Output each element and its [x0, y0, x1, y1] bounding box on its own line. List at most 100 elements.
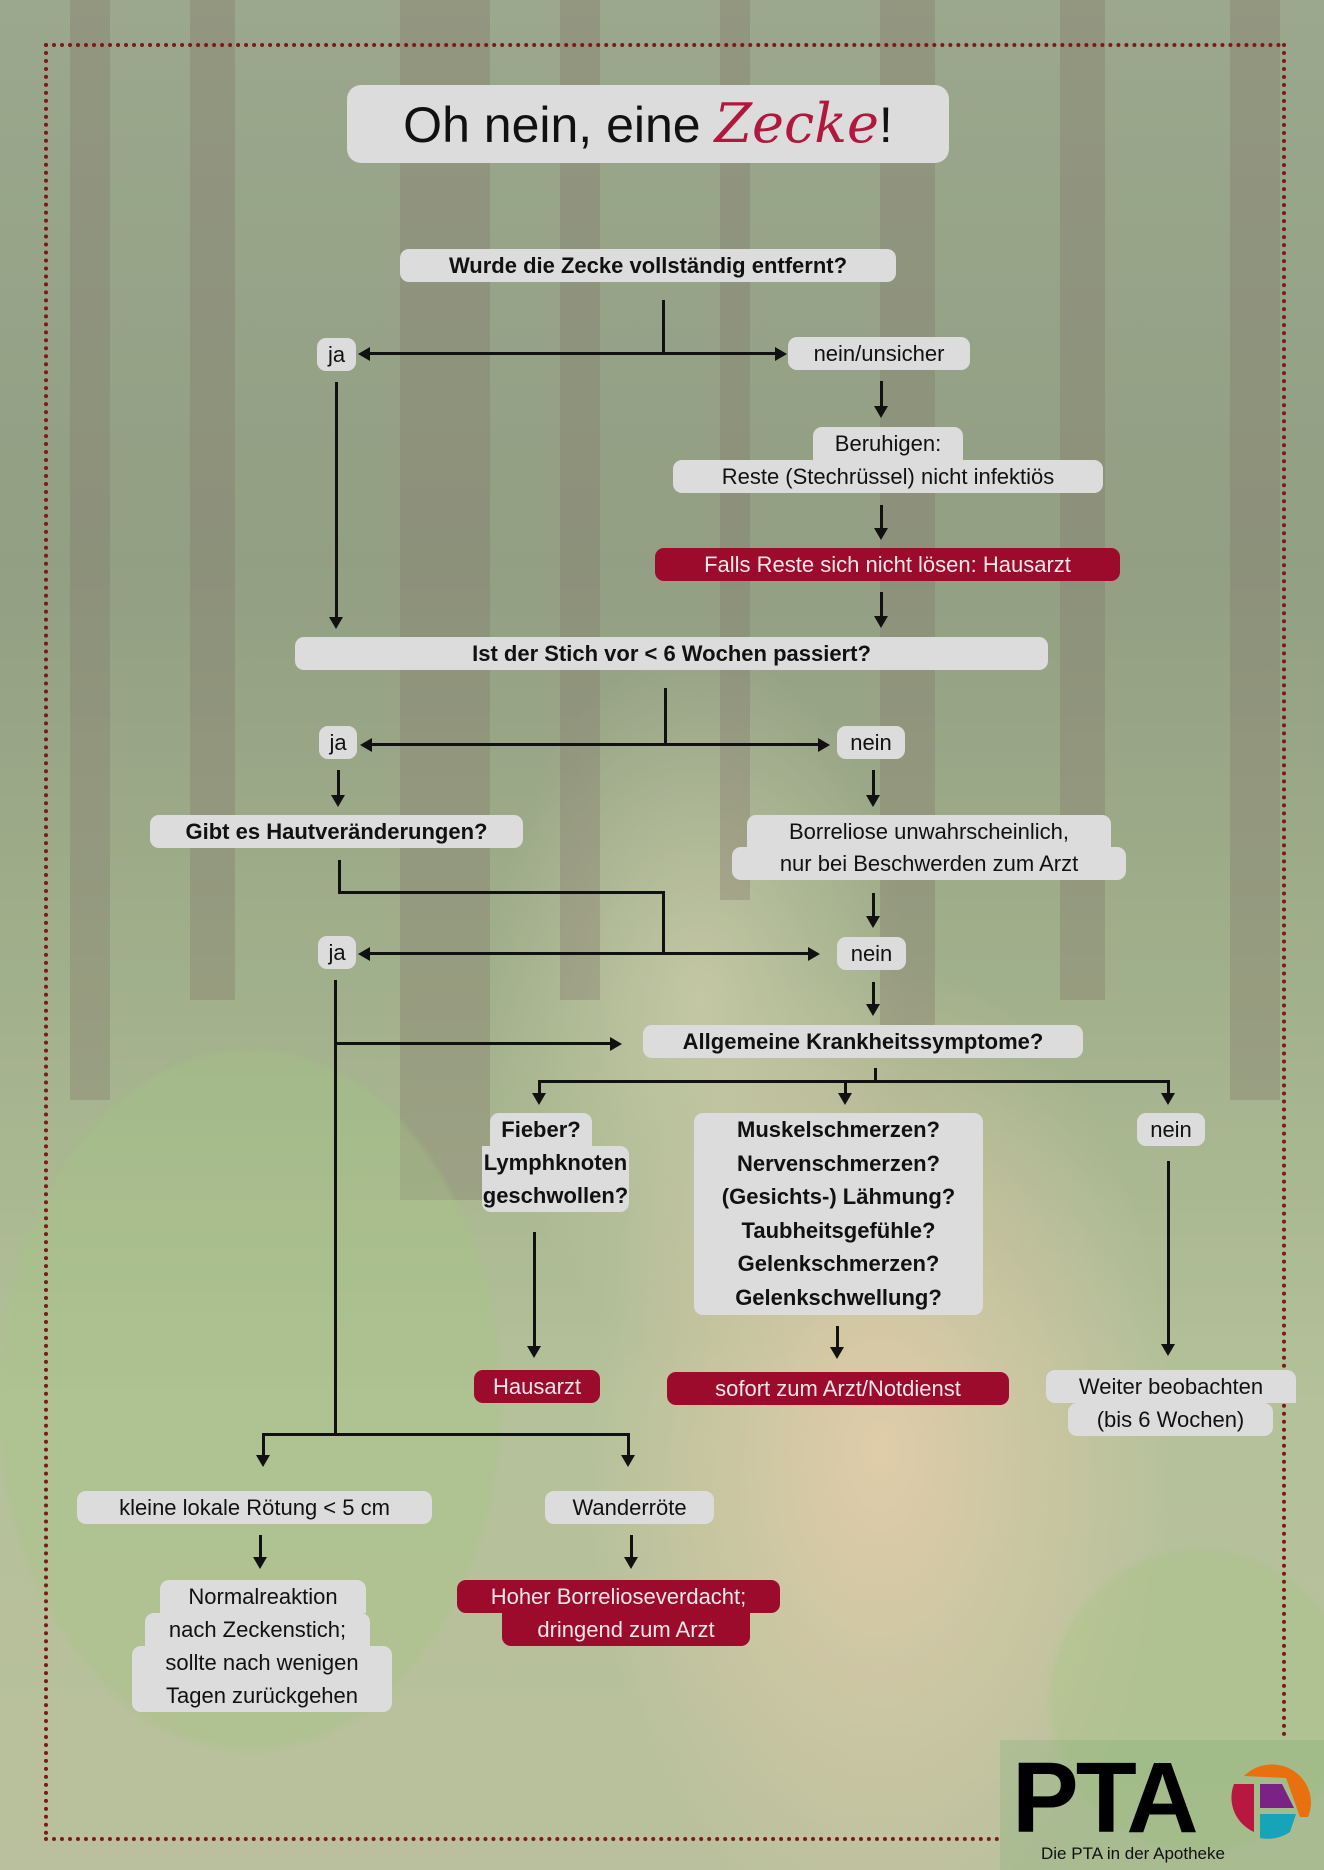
- logo-mark-icon: [1231, 1764, 1311, 1839]
- connector: [335, 382, 338, 618]
- normal-line-3: sollte nach wenigen: [132, 1646, 392, 1679]
- connector: [872, 893, 875, 917]
- connector: [1167, 1080, 1170, 1094]
- arrow-down-icon: [1161, 1344, 1175, 1356]
- arrow-down-icon: [874, 406, 888, 418]
- neuro-line: Gelenkschmerzen?: [737, 1251, 940, 1277]
- answer-no-4: nein: [1137, 1113, 1205, 1146]
- page-title: Oh nein, eine Zecke!: [347, 85, 949, 163]
- frame-border-right: [1282, 43, 1286, 1738]
- connector: [262, 1433, 630, 1436]
- arrow-left-icon: [360, 738, 372, 752]
- connector: [630, 1535, 633, 1558]
- question-general-symptoms: Allgemeine Krankheitssymptome?: [643, 1025, 1083, 1058]
- unlikely-line-1: Borreliose unwahrscheinlich,: [747, 815, 1111, 848]
- answer-no-unsure: nein/unsicher: [788, 337, 970, 370]
- connector: [538, 1080, 541, 1094]
- arrow-down-icon: [838, 1093, 852, 1105]
- connector: [338, 891, 664, 894]
- connector: [874, 1068, 877, 1082]
- tree-trunk: [400, 0, 490, 1200]
- normal-line-1: Normalreaktion: [160, 1580, 366, 1613]
- calm-line-2: Reste (Stechrüssel) nicht infektiös: [673, 460, 1103, 493]
- tree-trunk: [1230, 0, 1280, 1100]
- arrow-down-icon: [866, 1004, 880, 1016]
- arrow-down-icon: [621, 1455, 635, 1467]
- arrow-right-icon: [775, 347, 787, 361]
- connector: [844, 1080, 847, 1094]
- title-prefix: Oh nein, eine: [403, 97, 715, 153]
- arrow-down-icon: [253, 1557, 267, 1569]
- fever-line-1: Fieber?: [490, 1113, 592, 1146]
- logo-segment-teal: [1260, 1814, 1296, 1839]
- logo-wordmark: PTA: [1012, 1742, 1199, 1854]
- frame-border-bottom: [44, 1837, 1000, 1841]
- neuro-line: Taubheitsgefühle?: [741, 1217, 936, 1243]
- tree-trunk: [70, 0, 110, 1100]
- connector: [662, 300, 665, 354]
- connector: [1167, 1161, 1170, 1345]
- arrow-down-icon: [866, 795, 880, 807]
- connector: [627, 1433, 630, 1456]
- neuro-line: Muskelschmerzen?: [737, 1117, 940, 1142]
- connector: [337, 770, 340, 796]
- connector: [872, 982, 875, 1005]
- connector: [533, 1232, 536, 1347]
- title-suffix: !: [878, 97, 893, 153]
- connector: [664, 688, 667, 745]
- emergency-result: sofort zum Arzt/Notdienst: [667, 1372, 1009, 1405]
- remains-gp-note: Falls Reste sich nicht lösen: Hausarzt: [655, 548, 1120, 581]
- arrow-right-icon: [818, 738, 830, 752]
- arrow-down-icon: [874, 616, 888, 628]
- arrow-down-icon: [830, 1347, 844, 1359]
- connector: [538, 1080, 1170, 1083]
- connector: [880, 381, 883, 407]
- question-tick-removed: Wurde die Zecke vollständig entfernt?: [400, 249, 896, 282]
- connector: [370, 743, 820, 746]
- answer-no-2: nein: [837, 726, 905, 759]
- arrow-down-icon: [329, 617, 343, 629]
- connector: [368, 352, 776, 355]
- answer-no-3: nein: [837, 937, 906, 970]
- normal-line-2: nach Zeckenstich;: [145, 1613, 370, 1646]
- arrow-down-icon: [1161, 1093, 1175, 1105]
- erythema-migrans: Wanderröte: [545, 1491, 714, 1524]
- observe-line-2: (bis 6 Wochen): [1068, 1403, 1273, 1436]
- answer-yes-2: ja: [319, 726, 357, 759]
- arrow-down-icon: [874, 528, 888, 540]
- connector: [880, 505, 883, 529]
- connector: [368, 952, 810, 955]
- suspicion-line-1: Hoher Borrelioseverdacht;: [457, 1580, 780, 1613]
- calm-line-1: Beruhigen:: [813, 427, 963, 460]
- observe-line-1: Weiter beobachten: [1046, 1370, 1296, 1403]
- arrow-down-icon: [331, 795, 345, 807]
- arrow-down-icon: [624, 1557, 638, 1569]
- answer-yes-1: ja: [317, 338, 356, 371]
- connector: [880, 592, 883, 617]
- arrow-down-icon: [532, 1093, 546, 1105]
- unlikely-line-2: nur bei Beschwerden zum Arzt: [732, 847, 1126, 880]
- arrow-right-icon: [808, 947, 820, 961]
- neuro-symptoms: Muskelschmerzen? Nervenschmerzen? (Gesic…: [694, 1113, 983, 1315]
- arrow-right-icon: [610, 1037, 622, 1051]
- answer-yes-3: ja: [318, 936, 356, 969]
- normal-line-4: Tagen zurückgehen: [132, 1679, 392, 1712]
- arrow-down-icon: [527, 1346, 541, 1358]
- arrow-left-icon: [358, 947, 370, 961]
- connector: [836, 1326, 839, 1348]
- frame-border-top: [44, 43, 1282, 47]
- small-redness: kleine lokale Rötung < 5 cm: [77, 1491, 432, 1524]
- connector: [259, 1535, 262, 1558]
- connector: [662, 891, 665, 954]
- tree-trunk: [560, 0, 600, 1000]
- connector: [338, 860, 341, 894]
- logo-segment-red: [1231, 1784, 1254, 1832]
- connector: [262, 1433, 265, 1456]
- suspicion-line-2: dringend zum Arzt: [502, 1613, 750, 1646]
- arrow-down-icon: [256, 1455, 270, 1467]
- frame-border-left: [44, 43, 48, 1837]
- connector: [334, 1042, 612, 1045]
- fever-line-3: geschwollen?: [482, 1179, 629, 1212]
- connector: [872, 770, 875, 796]
- neuro-line: Gelenkschwellung?: [735, 1284, 942, 1310]
